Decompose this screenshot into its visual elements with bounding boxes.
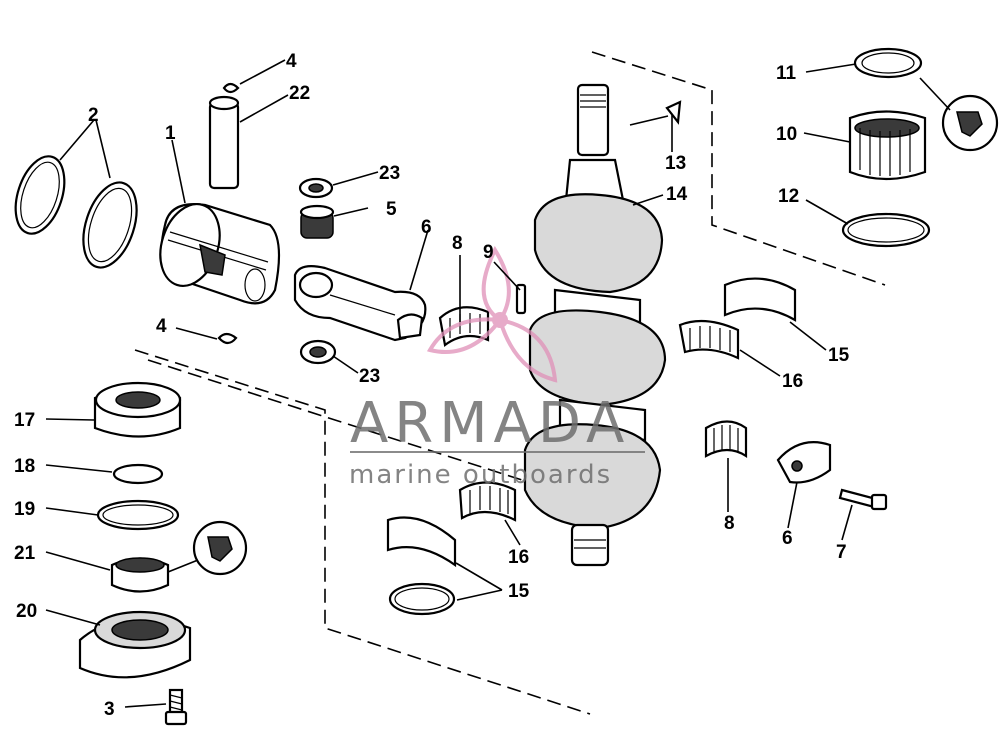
callout-14: 14	[666, 184, 688, 205]
rod-cap	[776, 441, 832, 484]
lower-bearing-housing	[78, 610, 192, 679]
needle-cage-lower	[458, 481, 517, 522]
callout-6-rod: 6	[421, 217, 432, 238]
callout-16-lower: 16	[508, 547, 529, 568]
callout-15-right: 15	[828, 345, 850, 366]
callout-3: 3	[104, 699, 115, 720]
callout-19: 19	[14, 499, 35, 520]
leader-lines	[45, 59, 951, 708]
thrust-washers	[298, 177, 337, 365]
sealant-icon	[941, 94, 999, 152]
watermark-tagline: marine outboards	[349, 460, 612, 490]
o-ring-lower	[96, 499, 180, 531]
piston-rings	[14, 155, 138, 269]
bearing-retaining-ring-lower	[388, 582, 456, 616]
watermark-brand: ARMADA	[350, 391, 630, 456]
callout-8-center: 8	[452, 233, 463, 254]
callout-5: 5	[386, 199, 397, 220]
housing-bolt	[164, 688, 188, 726]
bearing-half-upper-right	[723, 277, 797, 322]
needle-cage-upper-right	[678, 319, 740, 360]
callout-6-cap: 6	[782, 528, 793, 549]
callout-16-right: 16	[782, 371, 803, 392]
callout-2: 2	[88, 105, 99, 126]
callout-18: 18	[14, 456, 35, 477]
needle-cage-rod-right	[704, 420, 748, 459]
crankshaft	[523, 83, 667, 567]
connecting-rod	[293, 265, 427, 342]
callout-15-lower: 15	[508, 581, 530, 602]
callout-9: 9	[483, 242, 494, 263]
piston	[159, 203, 281, 305]
woodruff-key	[665, 100, 682, 125]
callout-13: 13	[665, 153, 686, 174]
armada-logo-icon	[426, 245, 558, 383]
callout-4-top: 4	[286, 51, 297, 72]
callout-10: 10	[776, 124, 797, 145]
callout-20: 20	[16, 601, 37, 622]
callout-7: 7	[836, 542, 847, 563]
bearing-half-lower	[386, 516, 457, 568]
sealant-icon-lower	[192, 520, 248, 576]
assembly-dashed-lines	[134, 51, 886, 715]
callout-23-top: 23	[379, 163, 400, 184]
callout-22: 22	[289, 83, 310, 104]
callout-21: 21	[14, 543, 36, 564]
callout-1: 1	[165, 123, 176, 144]
lower-oil-seal	[110, 557, 170, 593]
wrist-pin	[208, 95, 240, 190]
callout-11: 11	[776, 63, 797, 84]
upper-bearing-retaining-ring	[853, 47, 923, 79]
callout-8-right: 8	[724, 513, 735, 534]
small-end-needle-bearing	[299, 204, 335, 239]
upper-o-ring	[841, 212, 931, 248]
rod-cap-screw	[838, 488, 888, 511]
retaining-clip-bearing	[112, 463, 164, 485]
callout-23-bottom: 23	[359, 366, 380, 387]
callout-17: 17	[14, 410, 35, 431]
callout-4-bottom: 4	[156, 316, 167, 337]
upper-main-bearing	[848, 110, 927, 181]
ball-bearing	[93, 381, 182, 438]
callout-12: 12	[778, 186, 799, 207]
wrist-pin-clips	[217, 82, 240, 345]
